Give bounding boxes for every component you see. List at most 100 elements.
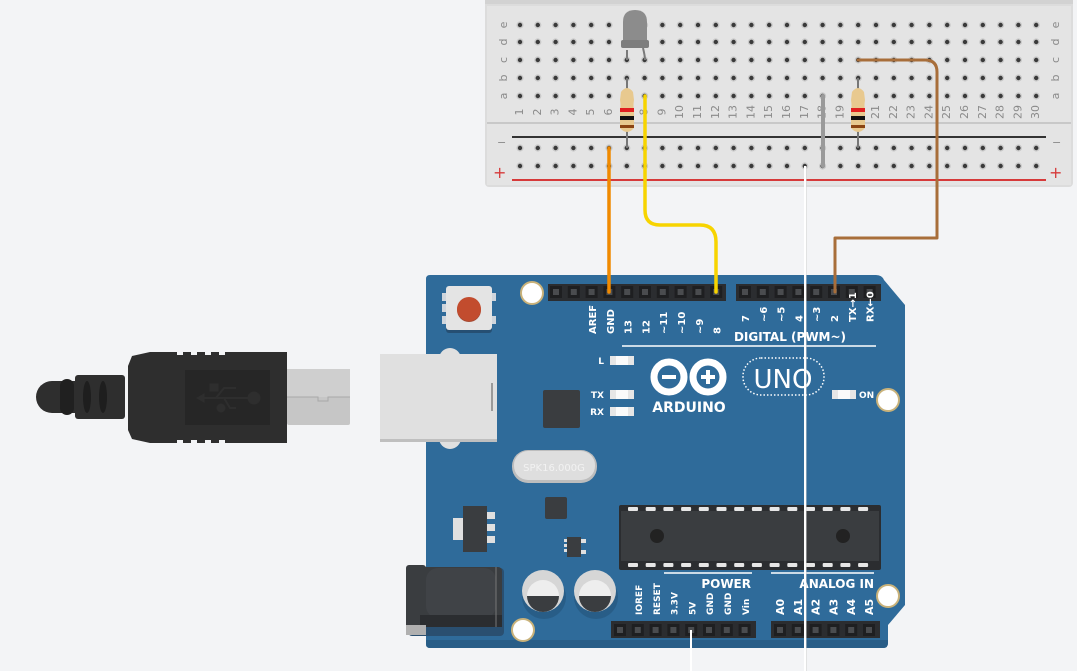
digital-pin-label: 12 xyxy=(641,320,652,334)
column-number: 25 xyxy=(940,105,953,119)
digital-pin-label: GND xyxy=(606,309,617,334)
row-label: d xyxy=(497,39,510,46)
breadboard-terminal-area xyxy=(487,6,1071,122)
yellow-wire[interactable] xyxy=(643,94,718,294)
breadboard[interactable]: 1234567891011121314151617181920212223242… xyxy=(485,0,1073,187)
digital-pin-label: ~5 xyxy=(777,307,788,322)
resistor-1[interactable] xyxy=(620,78,634,148)
wires[interactable] xyxy=(607,58,939,671)
column-number: 5 xyxy=(584,109,597,116)
svg-text:ON: ON xyxy=(859,391,874,401)
usb-cable[interactable] xyxy=(36,352,350,443)
row-label: c xyxy=(1049,57,1062,63)
row-label: b xyxy=(497,74,510,81)
svg-text:RX: RX xyxy=(590,408,604,418)
led-tx: TX xyxy=(591,390,634,401)
digital-pin-label: TX→1 xyxy=(848,292,859,322)
model-label: UNO xyxy=(754,365,813,395)
usb-controller-chip xyxy=(543,390,580,428)
analog-pin-label: A3 xyxy=(827,599,840,615)
mounting-hole xyxy=(876,388,900,412)
column-number: 17 xyxy=(798,105,811,119)
column-number: 15 xyxy=(762,105,775,119)
column-number: 9 xyxy=(655,109,668,116)
transistor xyxy=(564,537,586,557)
reset-button[interactable] xyxy=(442,286,496,333)
breadboard-top-edge xyxy=(485,0,1073,4)
column-number: 10 xyxy=(673,105,686,119)
column-number: 23 xyxy=(905,105,918,119)
breadboard-power-rail-area xyxy=(487,124,1071,185)
mounting-hole xyxy=(876,584,900,608)
column-number: 6 xyxy=(602,109,615,116)
brown-wire[interactable] xyxy=(833,58,939,294)
digital-pin-label: ~11 xyxy=(659,312,670,334)
column-number: 21 xyxy=(869,105,882,119)
column-number: 24 xyxy=(922,105,935,119)
column-number: 12 xyxy=(709,105,722,119)
row-label: e xyxy=(497,21,510,28)
column-number: 27 xyxy=(976,105,989,119)
rail-plus-label-left: + xyxy=(493,163,506,182)
row-label: a xyxy=(497,93,510,100)
crystal-label: SPK16.000G xyxy=(523,463,585,474)
resistor-2[interactable] xyxy=(851,78,865,148)
capacitor xyxy=(522,570,566,619)
column-number: 29 xyxy=(1011,105,1024,119)
column-number: 4 xyxy=(566,109,579,116)
power-pin-label: 5V xyxy=(688,602,698,615)
column-number: 22 xyxy=(887,105,900,119)
digital-pin-label: 4 xyxy=(794,315,805,322)
analog-pin-label: A0 xyxy=(774,598,787,615)
column-number: 11 xyxy=(691,105,704,119)
arduino-uno-board[interactable]: SPK16.000G xyxy=(380,275,905,648)
small-chip xyxy=(545,497,567,519)
usb-icon xyxy=(195,383,261,413)
led-l: L xyxy=(598,356,634,367)
led[interactable] xyxy=(621,10,649,61)
digital-pin-label: 8 xyxy=(713,327,724,334)
row-label: d xyxy=(1049,39,1062,46)
atmega-microcontroller xyxy=(619,505,881,570)
power-pin-label: 3.3V xyxy=(671,592,681,615)
analog-pin-label: A2 xyxy=(810,599,823,615)
breadboard-labels: 1234567891011121314151617181920212223242… xyxy=(497,21,1062,119)
power-pin-label: RESET xyxy=(653,582,663,615)
digital-pin-label: ~3 xyxy=(812,307,823,322)
row-label: c xyxy=(497,57,510,63)
led-on: ON xyxy=(832,390,874,401)
rail-plus-label-right: + xyxy=(1049,163,1062,182)
power-pin-label: Vin xyxy=(742,599,752,615)
digital-pin-label: ~10 xyxy=(677,312,688,334)
column-number: 28 xyxy=(994,105,1007,119)
rail-minus-label-right: − xyxy=(1052,136,1061,149)
column-number: 13 xyxy=(727,105,740,119)
digital-label: DIGITAL (PWM~) xyxy=(734,330,846,344)
power-pin-label: GND xyxy=(706,593,716,615)
column-number: 2 xyxy=(531,109,544,116)
minus-icon xyxy=(662,375,676,379)
power-pin-label: IOREF xyxy=(635,585,645,615)
svg-text:TX: TX xyxy=(591,391,604,401)
column-number: 14 xyxy=(744,105,757,119)
digital-pin-label: ~9 xyxy=(695,319,706,334)
row-label: e xyxy=(1049,21,1062,28)
analog-pin-label: A4 xyxy=(845,598,858,615)
digital-pin-label: 2 xyxy=(830,315,841,322)
column-number: 19 xyxy=(833,105,846,119)
row-label: b xyxy=(1049,74,1062,81)
digital-pin-label: 13 xyxy=(624,320,635,334)
dc-power-jack xyxy=(406,565,504,636)
digital-pin-label: AREF xyxy=(588,305,599,334)
digital-pin-label: RX←0 xyxy=(866,291,877,322)
column-number: 26 xyxy=(958,105,971,119)
arduino-logo: ARDUINO xyxy=(650,358,727,416)
voltage-regulator xyxy=(453,506,495,552)
uno-badge: UNO xyxy=(742,357,825,396)
crystal-oscillator: SPK16.000G xyxy=(512,450,597,483)
column-number: 1 xyxy=(513,109,526,116)
analog-pin-label: A5 xyxy=(863,599,876,615)
column-number: 3 xyxy=(549,109,562,116)
row-label: a xyxy=(1049,93,1062,100)
